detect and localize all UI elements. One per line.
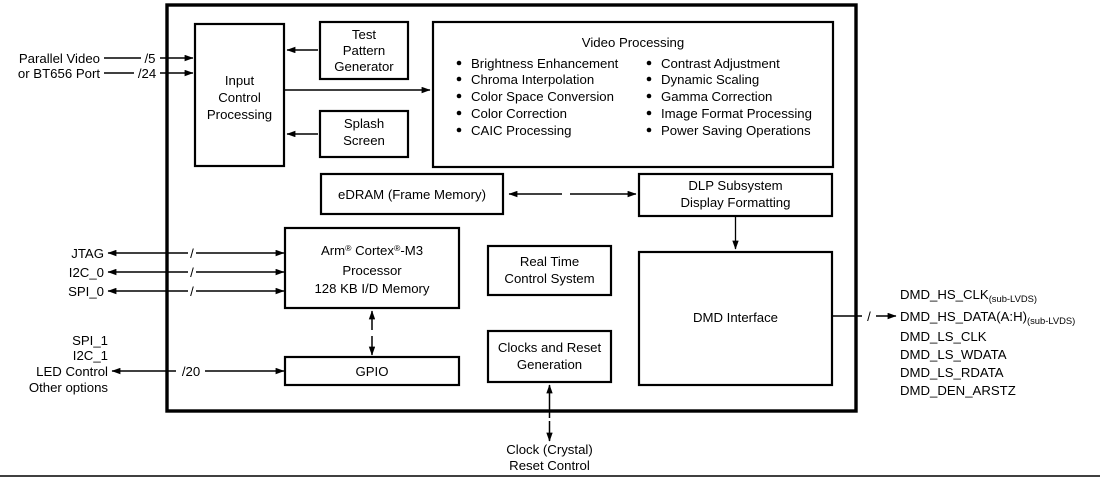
block-dmd-interface[interactable] — [637, 250, 834, 387]
block-processor-line3: 128 KB I/D Memory — [314, 281, 429, 296]
block-clocks-reset-generation[interactable] — [486, 329, 613, 384]
block-gpio[interactable] — [283, 355, 461, 387]
bus-width-video-5: /5 — [145, 51, 156, 66]
port-label-parallel-video: Parallel Video — [19, 51, 100, 66]
bus-width-video-24: /24 — [138, 66, 156, 81]
port-label-jtag: JTAG — [71, 246, 104, 261]
bullet-dot — [646, 127, 652, 133]
block-test-pattern-generator-line3: Generator — [334, 59, 394, 74]
bullet-dot — [646, 93, 652, 99]
port-label-spi0: SPI_0 — [68, 284, 104, 299]
port-label-dmd-ls-clk: DMD_LS_CLK — [900, 329, 987, 344]
block-test-pattern-generator[interactable] — [318, 20, 410, 81]
bullet-dot — [646, 60, 652, 66]
bullet-dot — [456, 60, 462, 66]
block-test-pattern-generator-line2: Pattern — [343, 43, 386, 58]
bus-width-i2c0: / — [190, 265, 194, 280]
block-input-control-processing-line2: Control — [218, 90, 261, 105]
port-label-dmd-ls-rdata: DMD_LS_RDATA — [900, 365, 1004, 380]
block-test-pattern-generator-line1: Test — [352, 27, 377, 42]
bus-width-jtag: / — [190, 246, 194, 261]
block-dlp-subsystem-line2: Display Formatting — [681, 195, 791, 210]
video-bullet-left-1: Chroma Interpolation — [471, 72, 594, 87]
processor-reg-1: ® — [345, 243, 352, 253]
processor-reg-2: ® — [394, 243, 401, 253]
bus-width-dmd: / — [867, 309, 871, 324]
video-bullet-left-3: Color Correction — [471, 106, 567, 121]
video-bullet-right-0: Contrast Adjustment — [661, 56, 780, 71]
block-dmd-interface-label: DMD Interface — [693, 310, 778, 325]
port-label-reset-control: Reset Control — [509, 458, 590, 473]
block-splash-screen-line1: Splash — [344, 116, 384, 131]
port-label-spi1: SPI_1 — [72, 333, 108, 348]
device-boundary — [165, 3, 858, 413]
bus-width-gpio-20: /20 — [182, 364, 200, 379]
block-splash-screen-line2: Screen — [343, 133, 385, 148]
video-bullet-right-1: Dynamic Scaling — [661, 72, 759, 87]
block-input-control-processing-line3: Processing — [207, 107, 272, 122]
block-clocks-reset-line1: Clocks and Reset — [498, 340, 602, 355]
video-bullet-right-3: Image Format Processing — [661, 106, 812, 121]
block-processor-line2: Processor — [342, 263, 402, 278]
bullet-dot — [456, 127, 462, 133]
port-label-clock-crystal: Clock (Crystal) — [506, 442, 592, 457]
block-dlp-subsystem[interactable] — [637, 172, 834, 218]
processor-arm-text: Arm — [321, 243, 345, 258]
video-bullet-left-2: Color Space Conversion — [471, 89, 614, 104]
block-splash-screen[interactable] — [318, 109, 410, 159]
processor-m3-text: -M3 — [400, 243, 423, 258]
video-bullet-right-2: Gamma Correction — [661, 89, 772, 104]
block-video-processing[interactable] — [431, 20, 835, 169]
block-edram[interactable] — [319, 172, 505, 216]
block-processor-line1: Arm® Cortex®-M3 — [321, 243, 423, 258]
bullet-dot — [456, 93, 462, 99]
block-clocks-reset-line2: Generation — [517, 357, 582, 372]
port-label-led-control: LED Control — [36, 364, 108, 379]
block-real-time-control-system[interactable] — [486, 244, 613, 297]
block-edram-label: eDRAM (Frame Memory) — [338, 187, 486, 202]
bullet-dot — [646, 110, 652, 116]
dmd-hs-data-suffix: (sub-LVDS) — [1027, 315, 1075, 326]
block-processor[interactable] — [283, 226, 461, 310]
dmd-hs-data-name: DMD_HS_DATA(A:H) — [900, 309, 1027, 324]
block-dlp-subsystem-line1: DLP Subsystem — [688, 178, 782, 193]
video-bullet-left-4: CAIC Processing — [471, 123, 571, 138]
port-label-bt656: or BT656 Port — [18, 66, 100, 81]
port-label-i2c0: I2C_0 — [69, 265, 104, 280]
port-label-dmd-den-arstz: DMD_DEN_ARSTZ — [900, 383, 1016, 398]
bullet-dot — [646, 76, 652, 82]
block-real-time-line1: Real Time — [520, 254, 579, 269]
processor-cortex-text: Cortex — [351, 243, 394, 258]
bus-width-spi0: / — [190, 284, 194, 299]
port-label-dmd-ls-wdata: DMD_LS_WDATA — [900, 347, 1007, 362]
video-bullet-left-0: Brightness Enhancement — [471, 56, 619, 71]
bullet-dot — [456, 110, 462, 116]
port-label-other-options: Other options — [29, 380, 109, 395]
block-input-control-processing[interactable] — [193, 22, 286, 168]
block-real-time-line2: Control System — [504, 271, 594, 286]
port-label-i2c1: I2C_1 — [73, 348, 108, 363]
bullet-dot — [456, 76, 462, 82]
port-label-dmd-hs-data: DMD_HS_DATA(A:H)(sub-LVDS) — [900, 309, 1075, 326]
block-input-control-processing-line1: Input — [225, 73, 255, 88]
block-gpio-label: GPIO — [356, 364, 389, 379]
video-bullet-right-4: Power Saving Operations — [661, 123, 811, 138]
dmd-hs-clk-name: DMD_HS_CLK — [900, 287, 989, 302]
block-video-processing-title: Video Processing — [582, 35, 684, 50]
port-label-dmd-hs-clk: DMD_HS_CLK(sub-LVDS) — [900, 287, 1037, 304]
dmd-hs-clk-suffix: (sub-LVDS) — [989, 293, 1037, 304]
